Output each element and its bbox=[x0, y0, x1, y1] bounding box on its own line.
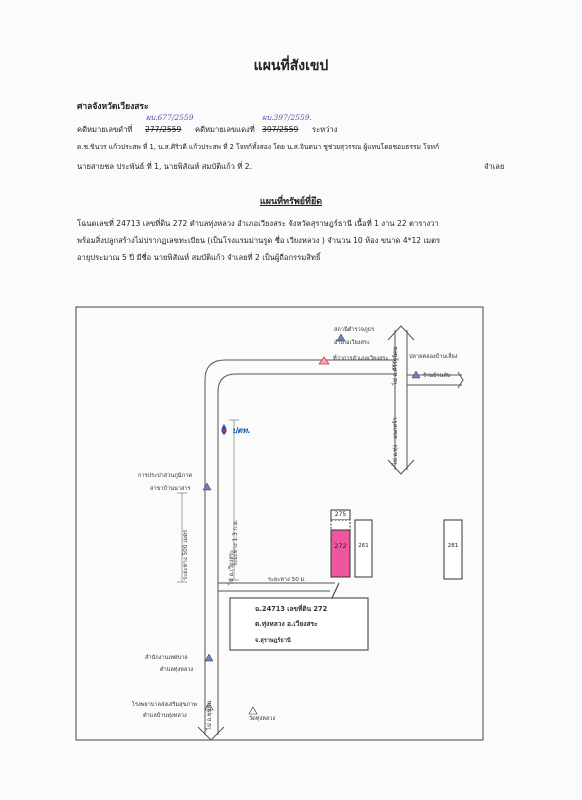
callout-box bbox=[229, 597, 369, 651]
temple-triangle bbox=[248, 706, 258, 715]
plot-272-box bbox=[330, 529, 351, 578]
plot-281-box bbox=[443, 519, 463, 580]
plaintiff-line: ด.ช.ขินวร แก้วประสพ ที่ 1, น.ส.ศิริวดี แ… bbox=[77, 143, 440, 151]
dist-label-13km: ระยะทาง 1.3 ก.ม. bbox=[233, 519, 239, 566]
between-label: ระหว่าง bbox=[312, 125, 338, 134]
property-line-3: อายุประมาณ 5 ปี มีชื่อ นายพิสัณห์ สมบัติ… bbox=[77, 253, 321, 262]
police-triangle bbox=[336, 333, 346, 342]
district-triangle bbox=[318, 356, 330, 365]
road-top-inner bbox=[217, 373, 395, 393]
arrow-down-right-road bbox=[387, 459, 415, 475]
callout-line-3: จ.สุราษฎร์ธานี bbox=[255, 638, 291, 644]
black-case-old: 277/2559 bbox=[145, 125, 182, 134]
school-triangle bbox=[204, 702, 214, 711]
temple-label: วัดทุ่งหลวง bbox=[249, 716, 276, 722]
dist-label-500m: ระยะทาง 500 เมตร bbox=[183, 529, 189, 580]
school-label-1: โรงพยาบาลส่งเสริมสุขภาพ bbox=[132, 702, 197, 708]
dist-label-50m: ระยะทาง 50 ม. bbox=[268, 577, 306, 583]
road-label-phunphin: ไป อ.พุนพิน bbox=[207, 700, 213, 730]
callout-line-1: ฉ.24713 เลขที่ดิน 272 bbox=[255, 605, 328, 613]
tambon-triangle bbox=[204, 653, 214, 662]
black-case-label: คดีหมายเลขดำที่ bbox=[77, 125, 133, 134]
property-line-2: พร้อมสิ่งปลูกสร้างไม่ปรากฏเลขทะเบียน (เป… bbox=[77, 236, 441, 245]
callout-line-2: ต.ทุ่งหลวง อ.เวียงสระ bbox=[255, 620, 318, 628]
plot-281-label: 281 bbox=[447, 543, 459, 549]
school-label-2: ตำบลบ้านทุ่งหลวง bbox=[143, 713, 187, 719]
arrow-right bbox=[457, 371, 464, 389]
page-title: แผนที่สังเขป bbox=[253, 58, 329, 74]
tambon-label-1: สำนักงานเทศบาล bbox=[145, 655, 188, 661]
plot-261-box bbox=[354, 519, 373, 578]
police-label-1: สถานีตำรวจภูธร bbox=[334, 327, 375, 333]
red-case-handwritten: ผบ.397/2559. bbox=[262, 113, 312, 122]
section-heading: แผนที่ทรัพย์ที่ยึด bbox=[259, 197, 323, 207]
black-case-handwritten: ผบ.677/2559 bbox=[146, 113, 194, 122]
water-label-2: สาขาบ้านนาสาร bbox=[150, 486, 191, 492]
map-frame bbox=[75, 306, 484, 741]
road-label-nakhon: ไป อ.ทุ่ง - แนกทร้า bbox=[393, 417, 399, 465]
red-case-old: 397/2559 bbox=[262, 125, 299, 134]
water-triangle bbox=[202, 482, 212, 491]
road-label-khiri: ไป อ.คีรีรัฐนิคม bbox=[393, 346, 399, 385]
plot-261-label: 261 bbox=[358, 543, 369, 549]
shop-triangle bbox=[411, 370, 421, 379]
tambon-label-2: ตำบลทุ่งหลวง bbox=[160, 667, 194, 673]
district-office-label: ที่ว่าการอำเภอเวียงสระ bbox=[333, 356, 389, 362]
defendant-line: นายสายชล ประพันธ์ ที่ 1, นายพิสัณห์ สมบั… bbox=[77, 162, 253, 171]
plot-272-label: 272 bbox=[334, 542, 347, 550]
khlong-label: ปลายคลองบ้านเลี่ยง bbox=[409, 354, 458, 360]
red-case-label: คดีหมายเลขแดงที่ bbox=[195, 125, 255, 134]
shop-label: ร้านบ้านลับ bbox=[423, 373, 451, 379]
road-top-outer bbox=[204, 359, 395, 381]
ptt-label: ปตท. bbox=[232, 426, 251, 435]
water-label-1: การประปาส่วนภูมิภาค bbox=[138, 473, 193, 479]
arrow-up-right-road bbox=[387, 325, 415, 341]
defendant-label: จำเลย bbox=[484, 162, 505, 171]
property-line-1: โฉนดเลขที่ 24713 เลขที่ดิน 272 ตำบลทุ่งห… bbox=[77, 219, 439, 228]
plot-275-label: 275 bbox=[334, 511, 347, 518]
callout-pointer bbox=[331, 582, 340, 599]
plot-dashed-box bbox=[330, 519, 351, 531]
court-name: ศาลจังหวัดเวียงสระ bbox=[77, 102, 149, 112]
police-label-2: อำเภอเวียงสระ bbox=[334, 340, 370, 346]
arrow-down-bottom bbox=[197, 726, 225, 741]
